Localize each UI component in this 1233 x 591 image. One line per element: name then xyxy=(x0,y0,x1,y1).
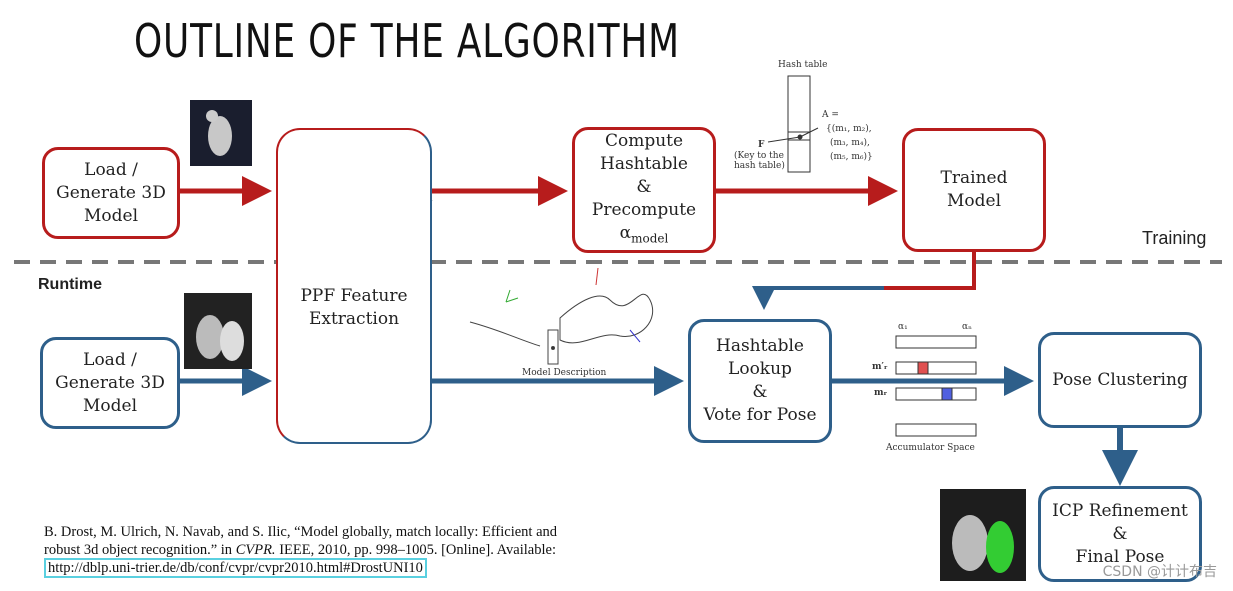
model-description-figure xyxy=(469,267,654,365)
model-description-caption: Model Description xyxy=(522,368,607,378)
acc-alpha1: α₁ xyxy=(898,322,908,332)
arrow-trained-to-lookup-blue xyxy=(752,286,884,310)
load-model-line1: Load / xyxy=(84,159,138,180)
training-label: Training xyxy=(1142,228,1207,248)
load-model-box: Load / Generate 3D Model xyxy=(42,147,180,239)
runtime-load-model-box: Load / Generate 3D Model xyxy=(40,337,180,429)
trained-line2: Model xyxy=(946,191,1002,211)
lookup-line3: & xyxy=(752,382,768,402)
icp-refinement-box: ICP Refinement & Final Pose xyxy=(1038,486,1202,582)
lookup-line2: Lookup xyxy=(728,359,792,379)
hash-table-title: Hash table xyxy=(778,60,828,70)
final-pose-image xyxy=(940,489,1026,581)
icp-line2: & xyxy=(1112,523,1128,544)
runtime-label: Runtime xyxy=(38,276,102,293)
ppf-line2: Extraction xyxy=(308,309,400,329)
compute-hashtable-box: Compute Hashtable & Precompute αmodel xyxy=(572,127,716,253)
ppf-line1: PPF Feature xyxy=(300,286,408,306)
acc-mr: mᵣ xyxy=(874,388,888,398)
pose-clustering-label: Pose Clustering xyxy=(1052,369,1188,390)
trained-model-box: Trained Model xyxy=(902,128,1046,252)
page-title: OUTLINE OF THE ALGORITHM xyxy=(134,14,680,68)
scene-image xyxy=(184,293,252,369)
reference-citation: B. Drost, M. Ulrich, N. Navab, and S. Il… xyxy=(44,523,558,578)
compute-line2: Hashtable xyxy=(600,153,688,174)
hash-table-figure xyxy=(767,75,819,173)
lookup-line1: Hashtable xyxy=(716,336,804,356)
reference-line2: robust 3d object recognition.” in CVPR. … xyxy=(44,542,556,558)
compute-line3: & xyxy=(636,176,652,197)
hash-key-note-2: hash table) xyxy=(734,161,785,171)
hash-key: F xyxy=(758,140,765,150)
lookup-line4: Vote for Pose xyxy=(703,405,817,425)
accumulator-figure xyxy=(895,335,977,437)
hash-a-4: (m₅, m₆)} xyxy=(830,152,873,162)
load-model-line3: Model xyxy=(83,205,139,226)
compute-alpha: αmodel xyxy=(619,222,669,246)
hash-a-1: A = xyxy=(822,110,839,120)
hash-key-note-1: (Key to the xyxy=(734,151,784,161)
reference-link[interactable]: http://dblp.uni-trier.de/db/conf/cvpr/cv… xyxy=(44,558,427,578)
hash-a-3: (m₃, m₄), xyxy=(830,138,870,148)
reference-line1: B. Drost, M. Ulrich, N. Navab, and S. Il… xyxy=(44,524,558,540)
pose-clustering-box: Pose Clustering xyxy=(1038,332,1202,428)
compute-line4: Precompute xyxy=(591,199,697,220)
compute-line1: Compute xyxy=(604,130,684,151)
trained-line1: Trained xyxy=(940,168,1008,188)
accumulator-caption: Accumulator Space xyxy=(886,443,975,453)
acc-alphan: αₙ xyxy=(962,322,972,332)
hashtable-lookup-box: Hashtable Lookup & Vote for Pose xyxy=(688,319,832,443)
runtime-load-line3: Model xyxy=(82,395,138,416)
runtime-load-line1: Load / xyxy=(83,349,137,370)
hash-a-2: {(m₁, m₂), xyxy=(826,124,872,134)
ppf-feature-extraction-box: PPF Feature Extraction xyxy=(276,128,432,444)
load-model-line2: Generate 3D xyxy=(56,182,166,203)
dinosaur-model-image xyxy=(190,100,252,166)
watermark: CSDN @计计布吉 xyxy=(1102,564,1217,580)
acc-mr-prime: m′ᵣ xyxy=(872,362,888,372)
icp-line3: Final Pose xyxy=(1075,546,1165,567)
arrow-trained-to-lookup-red xyxy=(884,252,976,290)
icp-line1: ICP Refinement xyxy=(1052,500,1188,521)
runtime-load-line2: Generate 3D xyxy=(55,372,165,393)
